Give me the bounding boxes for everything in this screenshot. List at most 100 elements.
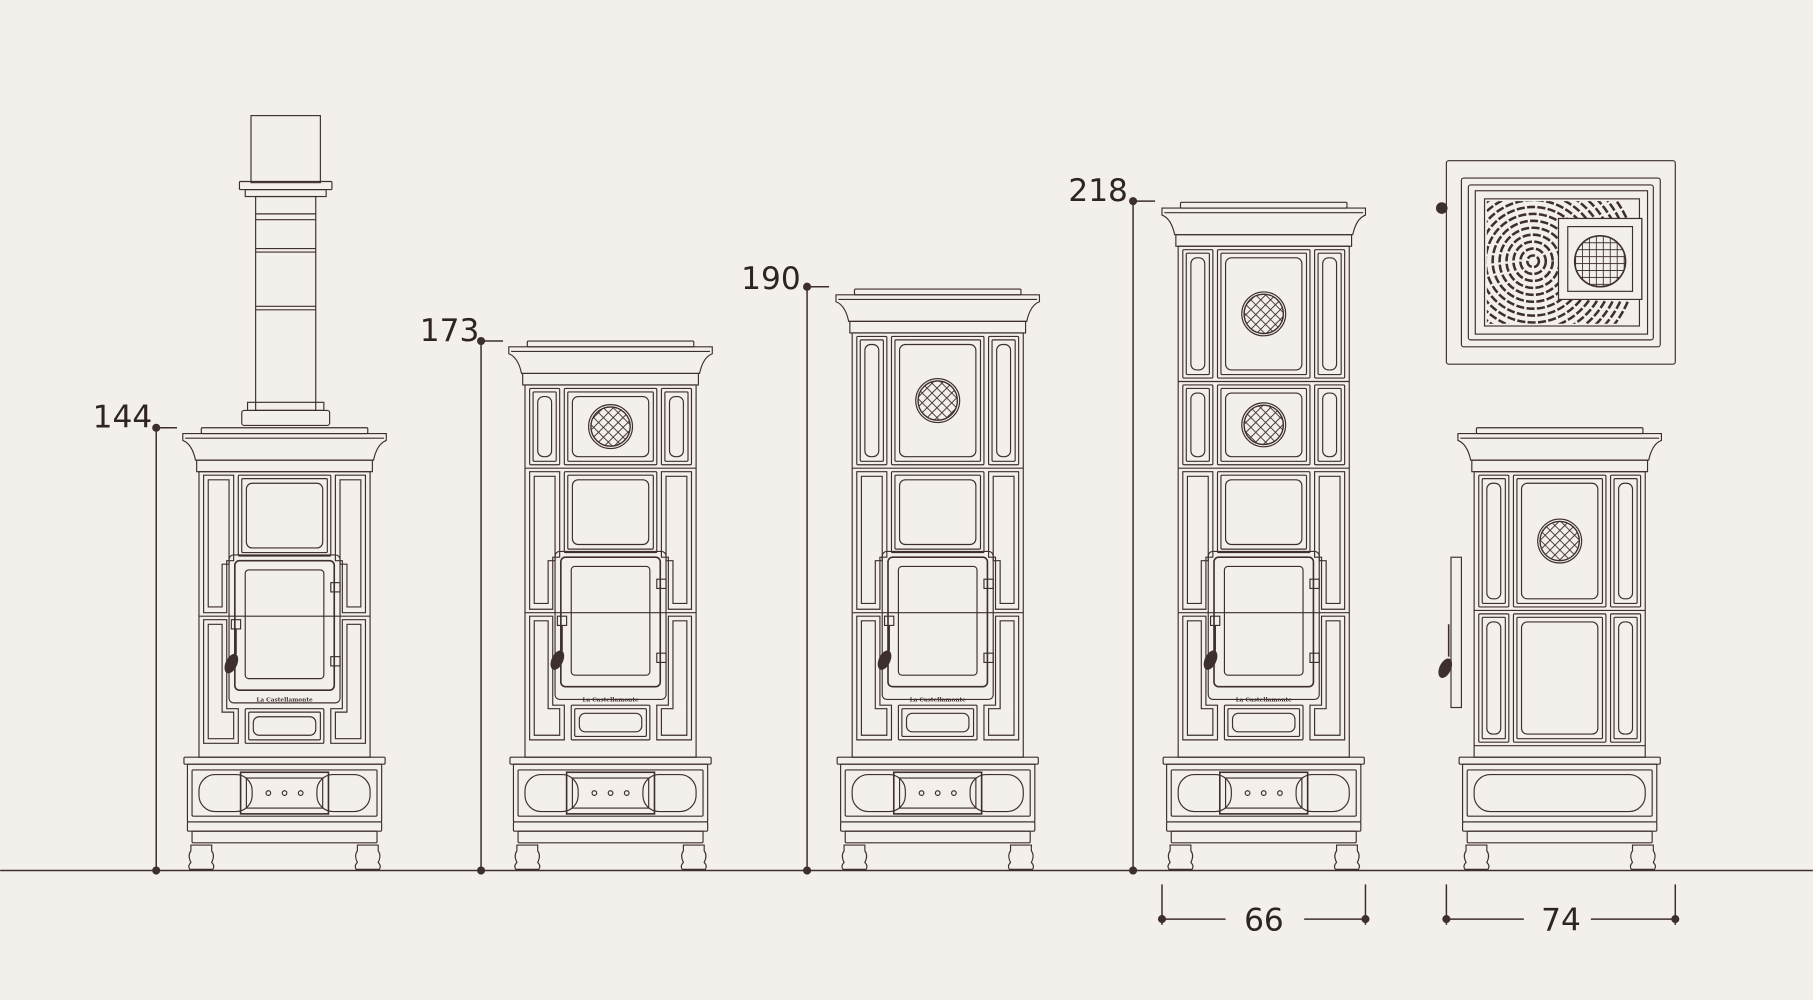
door-hinge [656, 652, 667, 664]
base-plinth-inner [1466, 769, 1653, 817]
tile-side-panel [856, 615, 893, 741]
tile-center-panel [1216, 384, 1311, 466]
tile-panel-inset [1486, 482, 1502, 600]
dimension-dot [1671, 915, 1680, 924]
tile-panel-inner [1317, 387, 1342, 462]
tile-panel-inset [571, 395, 650, 458]
stove-cornice [1161, 207, 1367, 236]
tile-panel-inset [578, 712, 643, 733]
grille-ring [1526, 254, 1541, 269]
tile-side-panel [1182, 384, 1214, 466]
door-handle-icon [550, 650, 565, 670]
pipe-base [241, 409, 331, 427]
stove-top-plate [1475, 427, 1644, 435]
base-plinth-inner [844, 769, 1031, 817]
door-frame [881, 550, 994, 700]
cornice-band [1471, 459, 1649, 473]
base-plinth [1461, 763, 1658, 823]
door-hinge [330, 656, 341, 667]
tile-panel-inset [1224, 479, 1303, 546]
ash-drawer [892, 771, 983, 815]
tile-panel-inner [533, 620, 561, 736]
tile-panel-inset [1486, 621, 1502, 735]
base-oval-right [642, 773, 697, 813]
brand-label: La Castellamonte [256, 698, 313, 704]
stoves [182, 115, 1676, 870]
tile-panel-inset [1520, 621, 1599, 735]
stove-cornice [508, 346, 713, 374]
rosette-ring [1241, 291, 1287, 337]
tile-center-panel [890, 335, 985, 466]
drawer-vent-dot [623, 790, 630, 796]
door-frame [1207, 550, 1320, 700]
door-frame [228, 554, 341, 704]
tile-bottom-panel [1223, 704, 1304, 741]
ash-drawer [1218, 771, 1309, 815]
door-handle-icon [877, 650, 892, 670]
height-label-144: 144 [93, 400, 153, 436]
tile-side-panel [1609, 613, 1642, 743]
tile-center-panel [890, 471, 985, 554]
tile-side-panel [529, 471, 561, 610]
tile-side-panel [983, 615, 1020, 741]
tile-panel-inner [992, 475, 1015, 605]
top-view-frame-inner [1467, 184, 1654, 341]
base-oval-left [524, 773, 579, 813]
dimension-dot [1129, 866, 1138, 875]
base-oval [1473, 773, 1646, 813]
tile-panel-inner [665, 475, 688, 605]
width-label-74: 74 [1541, 903, 1581, 939]
base-ledge [509, 756, 712, 765]
tile-side-panel [1314, 471, 1346, 610]
tile-panel-inner [894, 339, 982, 462]
stove-body [198, 471, 371, 758]
tile-side-panel [1182, 471, 1214, 610]
ash-drawer-inner [245, 777, 324, 809]
dimension-dot [152, 866, 161, 875]
tile-center-panel [563, 387, 658, 466]
top-view-frame [1460, 177, 1661, 348]
grille-ring [1519, 247, 1548, 276]
tile-center-panel [237, 474, 332, 557]
tile-panel-inner [241, 478, 328, 554]
tile-panel-inset [1231, 712, 1296, 733]
door-hinge [656, 578, 667, 590]
stove-top-plate [853, 288, 1022, 296]
tile-bottom-panel [244, 708, 325, 744]
stove-foot [1167, 844, 1194, 870]
tile-panel-inner [991, 339, 1016, 462]
tile-side-panel [660, 387, 693, 466]
rosette-icon [590, 406, 631, 447]
drawer-vent-dot [1244, 790, 1251, 796]
door-latch [230, 619, 242, 630]
stove-top-view [1435, 160, 1676, 365]
base-skirt [844, 830, 1031, 844]
firebox-door [234, 559, 336, 691]
grille-ring [1512, 240, 1555, 283]
drawer-vent-dot [591, 790, 598, 796]
ash-drawer-inner [571, 777, 650, 809]
brand-label: La Castellamonte [910, 698, 967, 704]
tile-panel-inner [894, 474, 982, 550]
tile-panel-inset [905, 712, 970, 733]
base-footer [186, 821, 383, 832]
grille-ring [1498, 226, 1568, 297]
side-door-edge [1450, 556, 1462, 709]
stove-foot [514, 844, 541, 870]
tile-side-panel [334, 474, 367, 614]
tile-center-panel [1216, 249, 1311, 379]
base-oval-right [1295, 773, 1350, 813]
tile-panel-inner [207, 623, 235, 740]
height-label-173: 173 [420, 313, 480, 349]
tile-panel-inset [1224, 257, 1303, 371]
tile-center-panel [1216, 471, 1311, 554]
top-view-outline [1445, 160, 1676, 365]
tile-panel-inset [864, 343, 880, 458]
tile-panel-inset [1224, 392, 1303, 458]
stove-foot [1333, 844, 1361, 870]
base-oval-right [969, 773, 1024, 813]
base-footer [512, 821, 709, 832]
tile-panel-inner [533, 475, 556, 605]
tile-panel-inner [1318, 475, 1341, 605]
